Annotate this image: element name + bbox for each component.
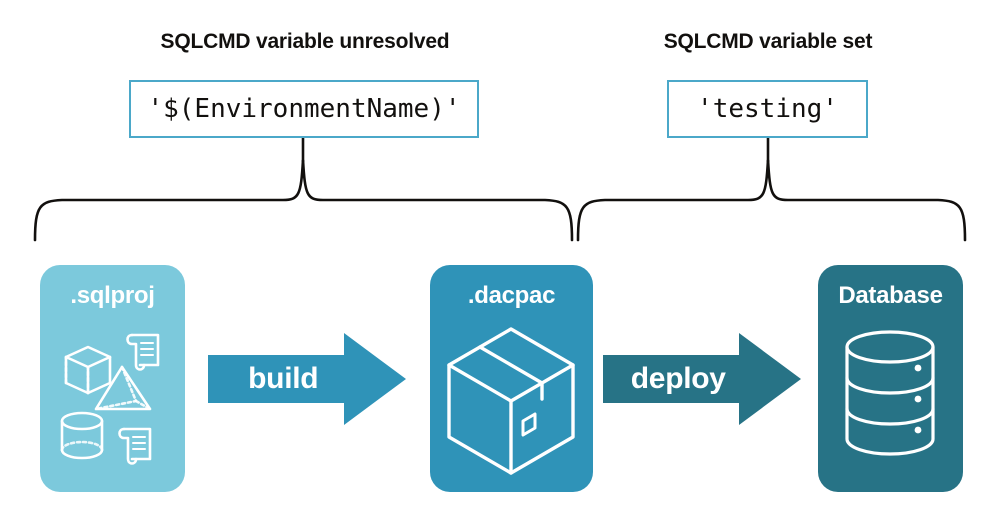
sqlcmd-value-set: 'testing' [667, 80, 868, 138]
database-artwork [845, 330, 935, 456]
brace-set [576, 159, 967, 242]
brace-unresolved [33, 159, 574, 242]
stage-card-dacpac[interactable]: .dacpac [430, 265, 593, 492]
arrow-build-label: build [248, 362, 319, 395]
sqlproj-artwork [60, 333, 160, 465]
arrow-deploy-label: deploy [630, 362, 726, 395]
arrow-build-shape [208, 333, 406, 425]
section-heading-set: SQLCMD variable set [663, 30, 873, 53]
cube-wireframe-icon [64, 345, 112, 395]
stage-label-dacpac: .dacpac [467, 282, 556, 309]
section-heading-unresolved: SQLCMD variable unresolved [160, 30, 450, 53]
stage-label-database: Database [838, 282, 943, 309]
cylinder-wireframe-icon [60, 411, 104, 460]
scroll-icon [118, 427, 152, 465]
arrow-deploy[interactable]: deploy [603, 333, 801, 425]
package-box-icon [447, 327, 575, 475]
scroll-icon [126, 333, 160, 371]
database-cylinder-icon [845, 330, 935, 456]
dacpac-artwork [447, 327, 575, 475]
stage-card-database[interactable]: Database [818, 265, 963, 492]
arrow-build[interactable]: build [208, 333, 406, 425]
sqlcmd-value-unresolved: '$(EnvironmentName)' [129, 80, 479, 138]
stage-label-sqlproj: .sqlproj [70, 282, 155, 309]
pyramid-wireframe-icon [94, 365, 152, 411]
stage-card-sqlproj[interactable]: .sqlproj [40, 265, 185, 492]
arrow-deploy-shape [603, 333, 801, 425]
